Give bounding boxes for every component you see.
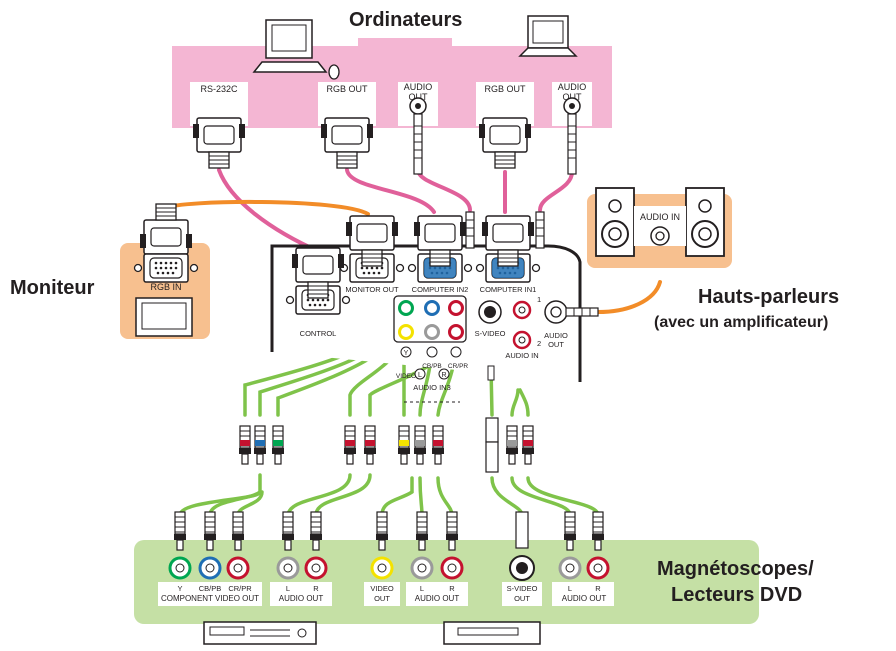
s-video-port-icon xyxy=(478,300,502,324)
proj-cb-label: CB/PB xyxy=(422,363,442,370)
laptop-computer-icon xyxy=(518,15,578,57)
vcr-icon xyxy=(203,621,317,645)
av-y-label: Y xyxy=(177,584,182,593)
audio-out-2-label-b: OUT xyxy=(563,92,583,102)
monitor-title: Moniteur xyxy=(10,277,95,299)
audio-in-1-label: 1 xyxy=(537,295,541,304)
computer-in1-audio-plug-icon xyxy=(535,211,545,249)
proj-l-label: L xyxy=(418,372,422,379)
control-label: CONTROL xyxy=(300,329,337,338)
rgb-in-port-icon xyxy=(133,253,199,283)
audio-out-1-label-b: OUT xyxy=(409,92,429,102)
av-jacks xyxy=(168,555,610,581)
av-cr-label: CR/PR xyxy=(228,584,252,593)
av-r2-label: R xyxy=(449,584,455,593)
av-devices-title-line2: Lecteurs DVD xyxy=(671,584,803,606)
rgb-in-label: RGB IN xyxy=(150,282,181,292)
audio-out-label-a: AUDIO xyxy=(544,331,568,340)
component-jack-labels xyxy=(400,346,462,380)
speaker-left-icon xyxy=(595,187,635,257)
audio-out-3-av-label: AUDIO OUT xyxy=(562,594,607,603)
audio-in-2-label: 2 xyxy=(537,339,541,348)
monitor-out-label: MONITOR OUT xyxy=(345,285,399,294)
proj-r-label: R xyxy=(441,372,446,379)
video-out-label-a: VIDEO xyxy=(370,584,394,593)
audio-out-2-jack-icon xyxy=(563,97,581,175)
audio-out-2-av-label: AUDIO OUT xyxy=(415,594,460,603)
computers-title: Ordinateurs xyxy=(349,9,463,31)
desktop-computer-icon xyxy=(252,19,340,80)
av-r1-label: R xyxy=(313,584,319,593)
component-jack-block xyxy=(393,295,467,343)
speaker-right-icon xyxy=(685,187,725,257)
video-out-label-b: OUT xyxy=(374,594,390,603)
proj-y-label: Y xyxy=(404,350,409,357)
av-plugs xyxy=(173,511,605,551)
speaker-audio-in-label: AUDIO IN xyxy=(640,212,680,222)
proj-cr-label: CR/PR xyxy=(448,363,469,370)
speakers-subtitle: (avec un amplificateur) xyxy=(654,314,829,331)
computer-in1-label: COMPUTER IN1 xyxy=(480,285,537,294)
dvd-player-icon xyxy=(443,621,541,645)
rgb-out-1-connector-icon xyxy=(320,117,374,169)
computer-in2-audio-plug-icon xyxy=(465,211,475,249)
av-l1-label: L xyxy=(286,584,290,593)
rgb-out-1-label: RGB OUT xyxy=(326,84,368,94)
audio-out-2-label-a: AUDIO xyxy=(558,82,587,92)
av-l2-label: L xyxy=(420,584,424,593)
audio-out-1-av-label: AUDIO OUT xyxy=(279,594,324,603)
audio-out-1-jack-icon xyxy=(409,97,427,175)
s-video-cable-plug-icon xyxy=(487,365,495,381)
audio-in-jacks xyxy=(512,300,532,350)
monitor-cable-plug-icon xyxy=(139,203,193,255)
audio-out-1-label-a: AUDIO xyxy=(404,82,433,92)
mid-connectors xyxy=(238,417,535,473)
speaker-audio-in-jack-icon xyxy=(650,226,670,246)
av-label-panels xyxy=(158,582,614,606)
proj-audio-in3-label: AUDIO IN3 xyxy=(413,383,451,392)
orange-cables xyxy=(164,199,662,314)
audio-in-label: AUDIO IN xyxy=(505,351,538,360)
computer-in2-label: COMPUTER IN2 xyxy=(412,285,469,294)
rs232c-label: RS-232C xyxy=(200,84,238,94)
svideo-out-label-a: S-VIDEO xyxy=(507,584,538,593)
monitor-icon xyxy=(135,297,193,337)
av-r3-label: R xyxy=(595,584,601,593)
component-video-out-label: COMPONENT VIDEO OUT xyxy=(161,594,259,603)
av-l3-label: L xyxy=(568,584,572,593)
av-cb-label: CB/PB xyxy=(199,584,222,593)
speakers-title: Hauts-parleurs xyxy=(698,286,840,308)
svideo-out-label-b: OUT xyxy=(514,594,530,603)
rs232c-connector-icon xyxy=(192,117,246,169)
audio-out-jack-icon xyxy=(544,300,599,324)
audio-out-label-b: OUT xyxy=(548,340,564,349)
proj-video-label: VIDEO xyxy=(396,373,416,380)
s-video-label: S-VIDEO xyxy=(475,329,506,338)
rgb-out-2-label: RGB OUT xyxy=(484,84,526,94)
rgb-out-2-connector-icon xyxy=(478,117,532,169)
av-devices-title-line1: Magnétoscopes/ xyxy=(657,558,814,580)
